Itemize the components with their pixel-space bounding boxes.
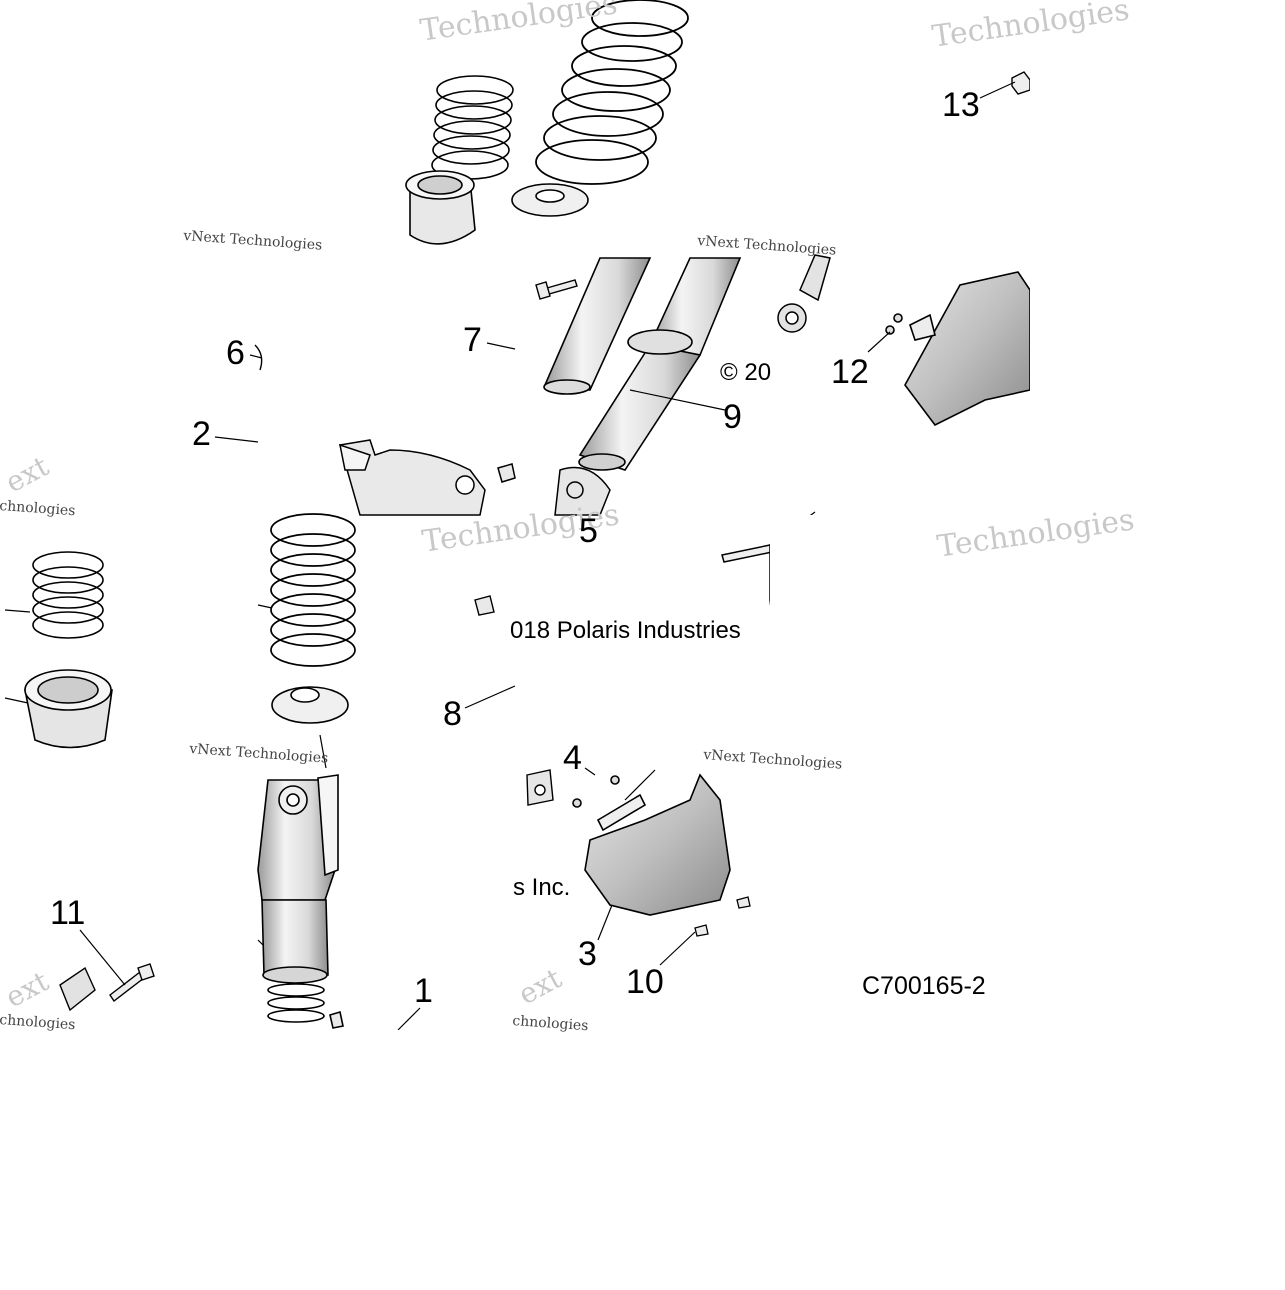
spring-small-left [32,551,104,639]
bolt-11 [109,963,155,1003]
rod-end-mid [554,466,611,516]
spring-seat-top [511,183,589,217]
spring-retainer-top [405,170,476,245]
callout-8: 8 [443,695,462,733]
spring-retainer-left [24,669,113,749]
bolts-10 [694,896,751,937]
bushing-mid [474,595,495,616]
spring-coil-6 [254,344,263,371]
callout-3: 3 [578,935,597,973]
callout-6: 6 [226,334,245,372]
callout-4: 4 [563,739,582,777]
callout-2: 2 [192,415,211,453]
shock-cylinder-left [543,257,652,395]
shock-cylinder-right [578,257,742,471]
callout-9: 9 [723,398,742,436]
eyelet-rod [777,254,831,333]
spring-small-top [431,75,514,180]
bolt-top [535,279,578,300]
callout-12: 12 [831,353,869,391]
callout-13: 13 [942,86,980,124]
shock-assembly-1 [257,774,344,1029]
copyright-fragment-1: © 20 [720,359,772,386]
shock-mount-mid [339,439,516,516]
rod-end-bottom-left [59,966,96,1012]
nut-13 [1011,71,1031,95]
skid-guard-12 [885,271,1031,427]
copyright-fragment-2: 018 Polaris Industries [510,617,741,644]
skid-guard-3 [572,773,731,916]
spring-large-top [535,0,689,185]
callout-11: 11 [50,894,86,932]
spring-seat-mid [271,686,349,724]
eyelet-4 [526,769,554,806]
callout-1: 1 [414,972,433,1010]
drawing-code: C700165-2 [862,972,986,1000]
copyright-fragment-3: s Inc. [513,874,571,901]
callout-10: 10 [626,963,664,1001]
spring-large-mid [270,513,356,667]
callout-7: 7 [463,321,482,359]
callout-5: 5 [579,512,598,550]
